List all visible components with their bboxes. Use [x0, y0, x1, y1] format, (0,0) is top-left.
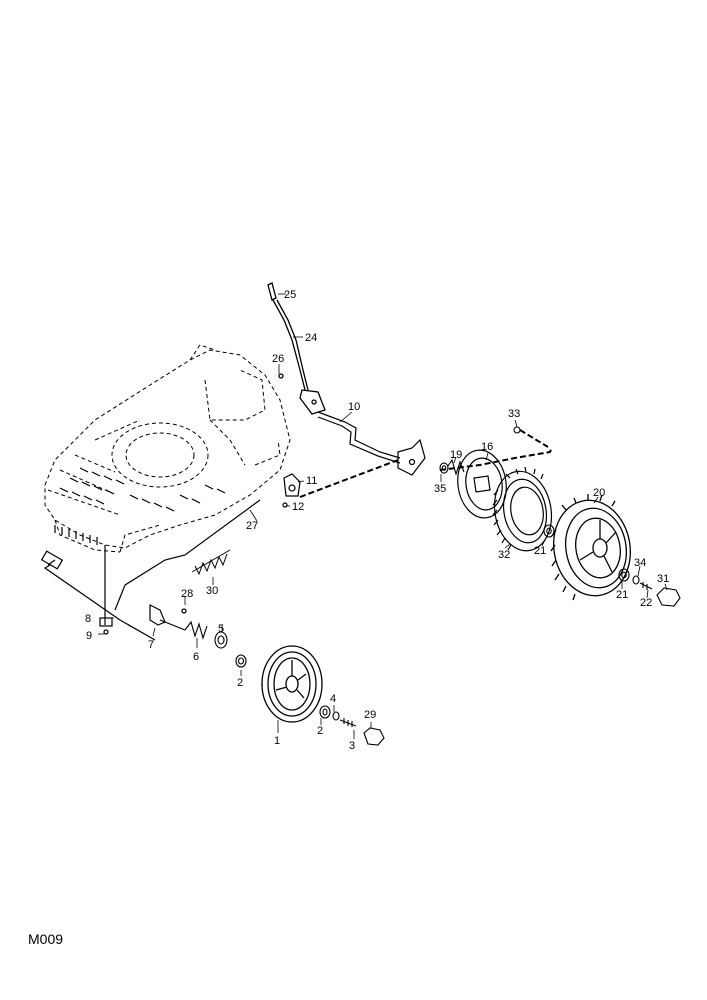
callout-21b: 21	[616, 589, 628, 601]
callout-6: 6	[193, 651, 199, 663]
callout-20: 20	[593, 487, 605, 499]
rear-wheel	[550, 494, 631, 601]
spring-29	[191, 549, 231, 576]
callout-34: 34	[634, 557, 646, 569]
callout-29: 30	[206, 585, 218, 597]
deck-vents	[54, 467, 226, 545]
callout-10: 10	[348, 401, 360, 413]
leader-lines	[98, 293, 668, 739]
diagram-code: M009	[28, 931, 64, 947]
callout-35: 35	[434, 483, 446, 495]
callout-8: 8	[85, 613, 91, 625]
callout-5: 5	[218, 623, 224, 635]
callout-9: 9	[86, 630, 92, 642]
callout-25: 25	[284, 289, 296, 301]
callout-1: 1	[274, 735, 280, 747]
callout-27: 27	[246, 520, 258, 532]
rear-fasteners	[543, 524, 681, 607]
callout-3: 3	[349, 740, 355, 752]
height-adjust-lever	[267, 282, 326, 415]
front-hub-parts	[184, 620, 247, 668]
front-axle	[40, 499, 261, 641]
callout-24: 24	[305, 332, 317, 344]
callout-30: 29	[364, 709, 376, 721]
callout-11: 11	[306, 475, 317, 487]
callout-2b: 2	[317, 725, 323, 737]
mower-deck	[44, 344, 291, 553]
callout-7: 7	[148, 639, 154, 651]
callout-4: 4	[330, 693, 336, 705]
callout-22: 22	[640, 597, 652, 609]
callout-16: 16	[481, 441, 493, 453]
callout-32: 32	[498, 549, 510, 561]
front-fasteners	[319, 705, 385, 746]
callout-labels: 25 24 26 10 33 16 19 11 35 20 12 27 21 3…	[85, 289, 669, 752]
callout-31: 31	[657, 573, 669, 585]
callout-2a: 2	[237, 677, 243, 689]
rear-axle-rod	[317, 411, 426, 476]
callout-19: 19	[450, 449, 462, 461]
callout-33: 33	[508, 408, 520, 420]
callout-26: 26	[272, 353, 284, 365]
dashed-link	[299, 429, 553, 498]
bracket-11	[282, 473, 301, 508]
callout-12: 12	[292, 501, 304, 513]
callout-28: 28	[181, 588, 193, 600]
front-wheel	[261, 645, 323, 723]
rear-gear-ring	[492, 466, 553, 552]
callout-21a: 21	[534, 545, 546, 557]
